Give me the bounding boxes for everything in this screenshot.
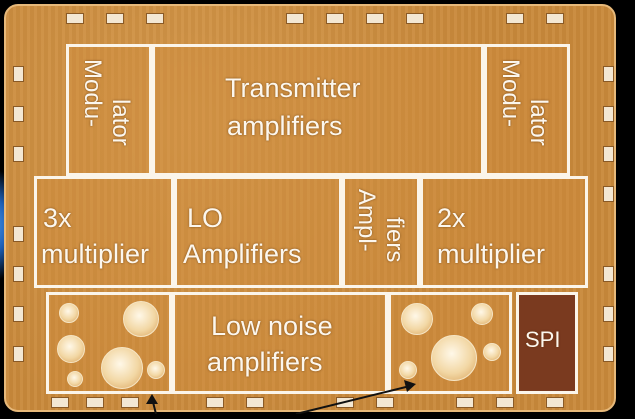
chip-die: Modu- lator Transmitter amplifiers Modu-… xyxy=(4,4,616,414)
arrow-left-head xyxy=(146,394,158,404)
bond-pad xyxy=(286,13,304,24)
block-modulator-right: Modu- lator xyxy=(484,44,570,176)
capacitor-icon xyxy=(59,303,79,323)
bond-pad xyxy=(406,13,424,24)
transmitter-line1: Transmitter xyxy=(225,73,361,103)
lo-amplifiers-line1: LO xyxy=(187,203,224,233)
bond-pad xyxy=(106,13,124,24)
capacitor-icon xyxy=(431,335,477,381)
bond-pad xyxy=(13,346,24,362)
bond-pad xyxy=(603,266,614,282)
bond-pad xyxy=(121,397,139,408)
bond-pad xyxy=(66,13,84,24)
block-3x-multiplier: 3x multiplier xyxy=(34,176,174,288)
bond-pad xyxy=(603,106,614,122)
transmitter-line2: amplifiers xyxy=(227,111,343,141)
block-spi: SPI xyxy=(516,292,578,394)
bond-pad xyxy=(603,306,614,322)
block-capacitor-bank-right xyxy=(388,292,512,394)
bond-pad xyxy=(603,346,614,362)
bond-pad xyxy=(603,146,614,162)
bond-pad xyxy=(456,397,474,408)
lo-amplifiers-line2: Amplifiers xyxy=(183,239,302,269)
block-amplifiers-small: Ampl- fiers xyxy=(342,176,420,288)
bond-pad xyxy=(326,13,344,24)
multiplier-3x-line1: 3x xyxy=(43,203,72,233)
capacitor-icon xyxy=(67,371,83,387)
bond-pad xyxy=(366,13,384,24)
block-low-noise-amplifiers: Low noise amplifiers xyxy=(172,292,388,394)
multiplier-2x-line2: multiplier xyxy=(437,239,546,269)
modulator-left-line1: Modu- xyxy=(79,59,106,128)
spi-label: SPI xyxy=(525,327,561,352)
bond-pad xyxy=(13,306,24,322)
bond-pad xyxy=(603,66,614,82)
capacitor-icon xyxy=(101,347,143,389)
block-modulator-left: Modu- lator xyxy=(66,44,152,176)
bond-pad xyxy=(13,106,24,122)
block-2x-multiplier: 2x multiplier xyxy=(420,176,588,288)
multiplier-3x-line2: multiplier xyxy=(41,239,150,269)
modulator-right-line2: lator xyxy=(525,99,552,146)
bond-pad xyxy=(13,266,24,282)
capacitor-icon xyxy=(483,343,501,361)
capacitor-icon xyxy=(147,361,165,379)
block-lo-amplifiers: LO Amplifiers xyxy=(174,176,342,288)
bond-pad xyxy=(146,13,164,24)
capacitor-icon xyxy=(123,301,159,337)
amplifiers-small-line2: fiers xyxy=(381,217,408,263)
bond-pad xyxy=(246,397,264,408)
low-noise-line1: Low noise xyxy=(211,311,333,341)
block-capacitor-bank-left xyxy=(46,292,172,394)
amplifiers-small-line1: Ampl- xyxy=(353,189,380,252)
capacitor-icon xyxy=(57,335,85,363)
bond-pad xyxy=(546,397,564,408)
bond-pad xyxy=(13,226,24,242)
bond-pad xyxy=(603,186,614,202)
bond-pad xyxy=(506,13,524,24)
capacitor-icon xyxy=(401,303,433,335)
block-transmitter-amplifiers: Transmitter amplifiers xyxy=(152,44,484,176)
bond-pad xyxy=(336,397,354,408)
multiplier-2x-line1: 2x xyxy=(437,203,466,233)
bond-pad xyxy=(496,397,514,408)
capacitor-icon xyxy=(399,361,417,379)
arrow-left xyxy=(151,397,157,414)
modulator-left-line2: lator xyxy=(107,99,134,146)
bond-pad xyxy=(546,13,564,24)
bond-pad xyxy=(86,397,104,408)
capacitor-icon xyxy=(471,303,493,325)
modulator-right-line1: Modu- xyxy=(497,59,524,128)
bond-pad xyxy=(13,66,24,82)
bond-pad xyxy=(13,146,24,162)
low-noise-line2: amplifiers xyxy=(207,347,323,377)
bond-pad xyxy=(206,397,224,408)
bond-pad xyxy=(51,397,69,408)
bond-pad xyxy=(376,397,394,408)
